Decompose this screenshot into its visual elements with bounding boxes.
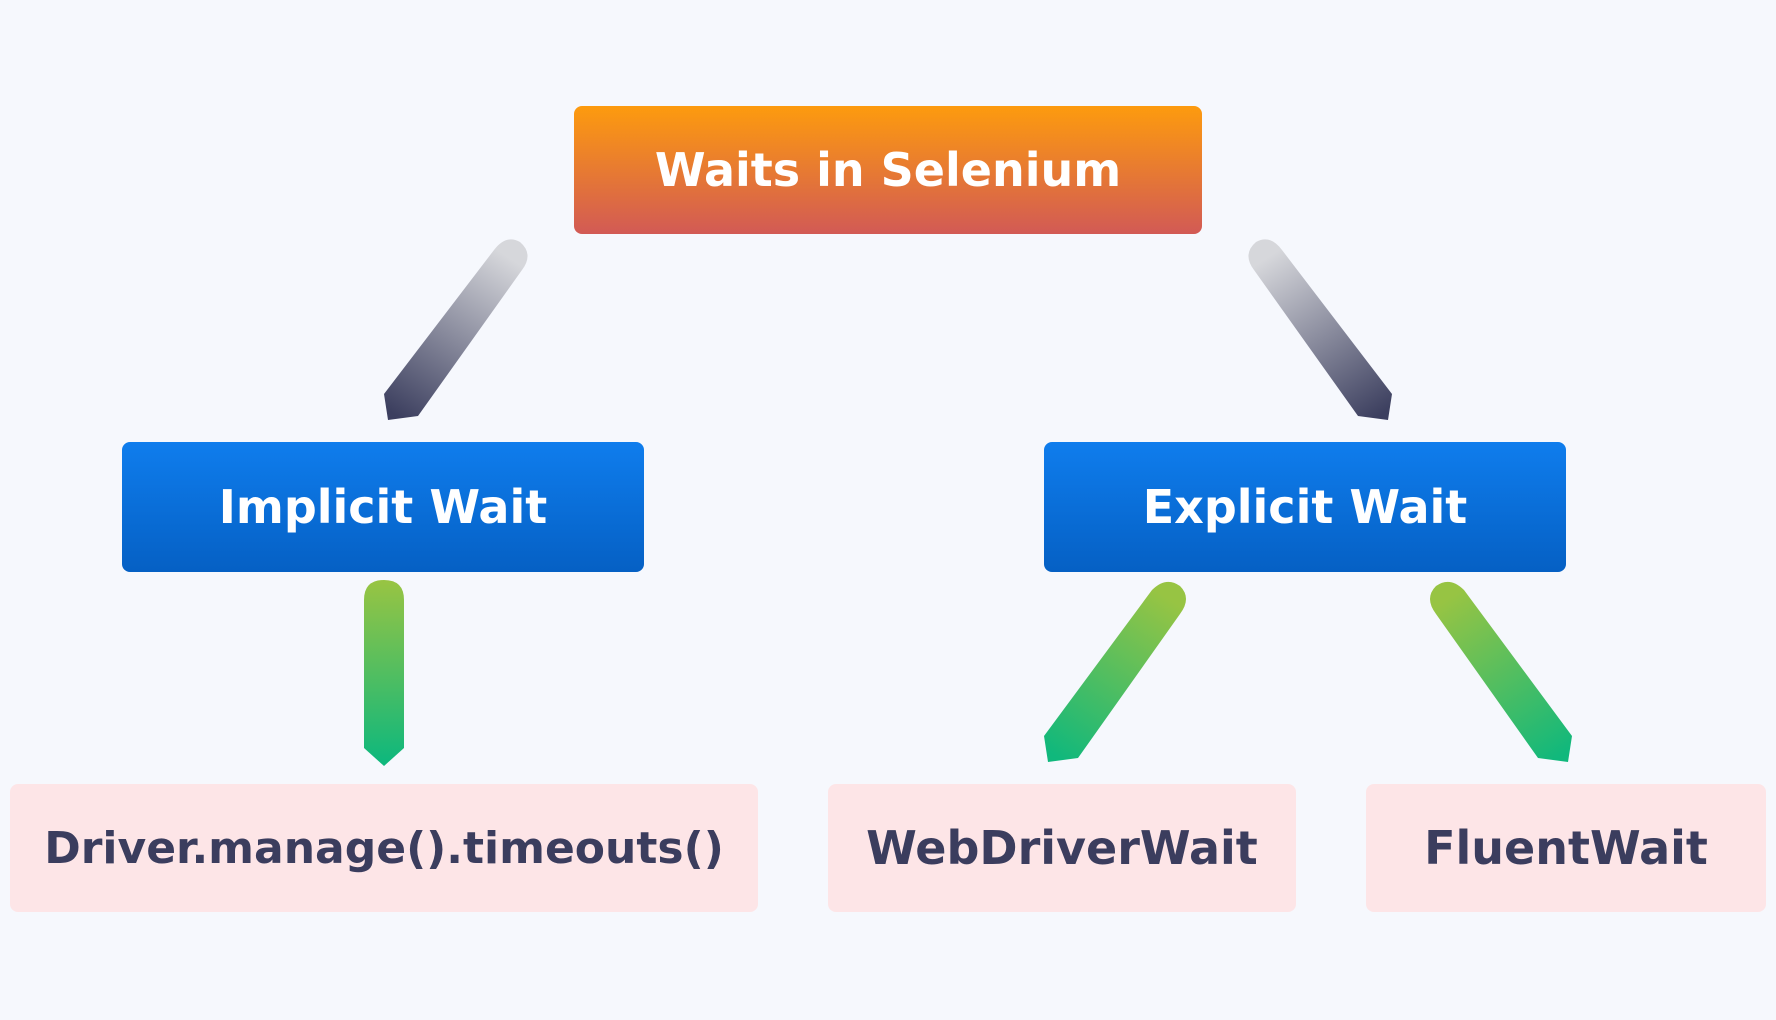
node-implicit-wait: Implicit Wait: [122, 442, 644, 572]
explicit-wait-label: Explicit Wait: [1142, 480, 1468, 534]
fluentwait-label: FluentWait: [1424, 821, 1708, 875]
connector-explicit-to-fluentwait: [1430, 581, 1572, 762]
connector-root-to-explicit: [1248, 239, 1392, 420]
connector-explicit-to-webdriverwait: [1044, 581, 1186, 762]
implicit-wait-label: Implicit Wait: [218, 480, 548, 534]
node-explicit-wait: Explicit Wait: [1044, 442, 1566, 572]
root-node-waits-in-selenium: Waits in Selenium: [574, 106, 1202, 234]
connector-root-to-implicit: [384, 239, 528, 420]
connector-implicit-to-driver: [364, 580, 404, 766]
leaf-webdriverwait: WebDriverWait: [828, 784, 1296, 912]
root-node-label: Waits in Selenium: [654, 143, 1122, 197]
leaf-driver-manage-timeouts: Driver.manage().timeouts(): [10, 784, 758, 912]
leaf-fluentwait: FluentWait: [1366, 784, 1766, 912]
webdriverwait-label: WebDriverWait: [866, 821, 1258, 875]
driver-timeouts-label: Driver.manage().timeouts(): [44, 822, 724, 874]
